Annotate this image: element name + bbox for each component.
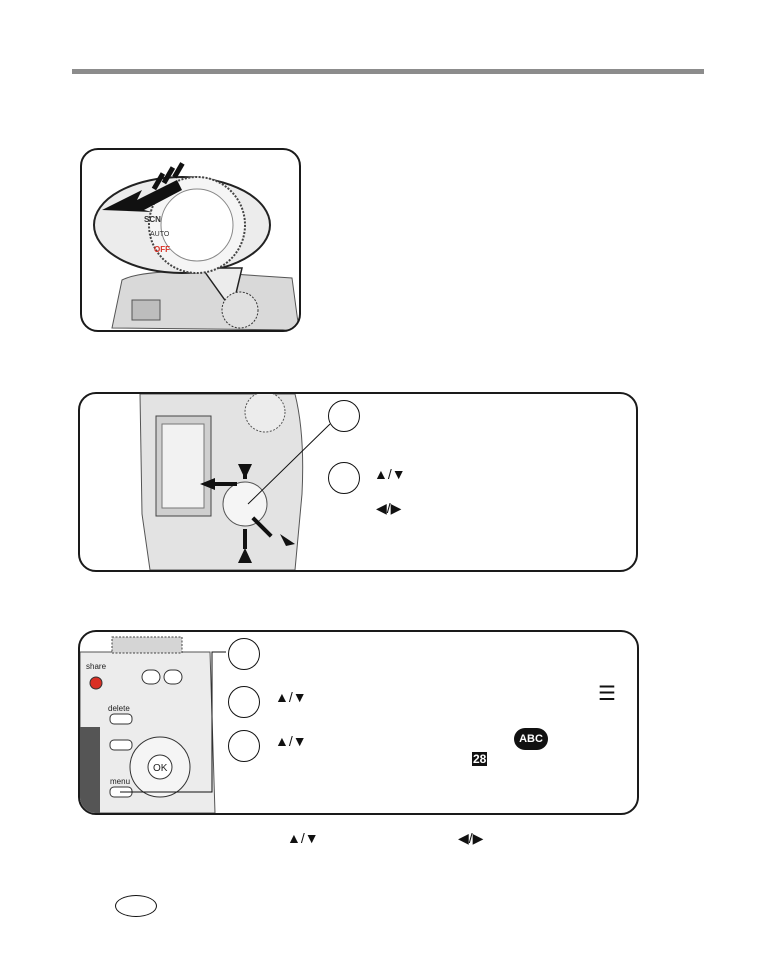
dial-label-off: OFF (154, 245, 170, 254)
step-circle-3 (228, 730, 260, 762)
settings-list-icon: ☰ (598, 684, 616, 704)
date-time-icon-number: 28 (472, 752, 487, 766)
date-time-icon: 28 (472, 752, 500, 776)
mode-dial-panel: SCN AUTO OFF (80, 148, 301, 332)
left-right-arrows-icon: ◀/▶ (376, 501, 401, 515)
up-down-arrows-icon: ▲/▼ (287, 831, 319, 845)
mode-dial-illustration: SCN AUTO OFF (82, 150, 299, 330)
language-abc-icon: ABC (514, 728, 548, 750)
menu-button-label: menu (110, 777, 130, 786)
up-down-arrows-icon: ▲/▼ (275, 690, 307, 704)
up-down-arrows-icon: ▲/▼ (275, 734, 307, 748)
camera-menu-illustration: OK share delete menu (80, 632, 637, 813)
header-rule (72, 69, 704, 74)
dial-label-scn: SCN (144, 215, 161, 224)
share-button-label: share (86, 662, 107, 671)
dial-label-auto: AUTO (150, 231, 170, 238)
navigation-panel: ▲/▼ ◀/▶ (78, 392, 638, 572)
menu-panel: OK share delete menu ▲/▼ ▲/▼ ☰ ABC 28 (78, 630, 639, 815)
up-down-arrows-icon: ▲/▼ (374, 467, 406, 481)
delete-button-label: delete (108, 704, 130, 713)
step-circle-2 (228, 686, 260, 718)
ok-button-label: OK (153, 763, 168, 774)
page-number-oval (115, 895, 157, 917)
step-circle-1 (228, 638, 260, 670)
left-right-arrows-icon: ◀/▶ (458, 831, 483, 845)
step-circle-1 (328, 400, 360, 432)
step-circle-2 (328, 462, 360, 494)
